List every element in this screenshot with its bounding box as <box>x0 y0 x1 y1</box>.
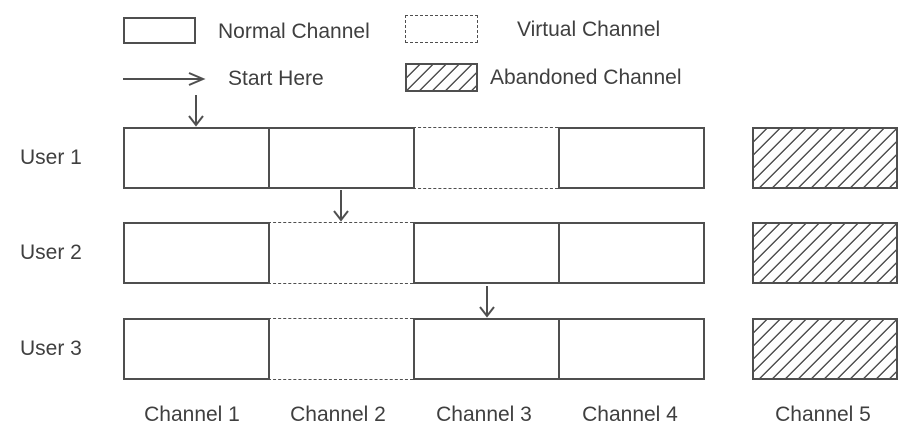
channel-cell <box>558 318 705 380</box>
channel-cell <box>413 318 558 380</box>
user-1-start-arrow-icon <box>187 95 204 127</box>
user-2-channel-bar <box>123 222 705 284</box>
channel-3-label: Channel 3 <box>436 403 532 426</box>
user-3-channel-5-abandoned-box <box>752 318 898 380</box>
channel-cell <box>268 318 413 380</box>
legend-start-here-arrow-icon <box>123 72 206 86</box>
user-1-label: User 1 <box>20 146 82 169</box>
user-1-channel-bar <box>123 127 705 189</box>
channel-1-label: Channel 1 <box>144 403 240 426</box>
channel-cell <box>268 222 413 284</box>
legend-normal-channel-swatch <box>123 17 196 44</box>
user-2-label: User 2 <box>20 241 82 264</box>
legend-abandoned-channel-swatch <box>405 63 478 92</box>
user-3-label: User 3 <box>20 337 82 360</box>
legend-normal-channel-label: Normal Channel <box>218 20 370 43</box>
channel-4-label: Channel 4 <box>582 403 678 426</box>
user-3-channel-bar <box>123 318 705 380</box>
channel-cell <box>123 222 268 284</box>
channel-2-label: Channel 2 <box>290 403 386 426</box>
legend-abandoned-channel-label: Abandoned Channel <box>490 66 682 89</box>
channel-cell <box>558 127 705 189</box>
legend-virtual-channel-swatch <box>405 15 478 43</box>
channel-cell <box>413 127 558 189</box>
user-2-channel-5-abandoned-box <box>752 222 898 284</box>
legend-virtual-channel-label: Virtual Channel <box>517 18 661 41</box>
user-2-start-arrow-icon <box>333 190 350 222</box>
channel-cell <box>123 127 268 189</box>
user-3-start-arrow-icon <box>478 286 495 318</box>
channel-cell <box>558 222 705 284</box>
channel-cell <box>123 318 268 380</box>
user-1-channel-5-abandoned-box <box>752 127 898 189</box>
channel-cell <box>413 222 558 284</box>
legend-start-here-label: Start Here <box>228 67 324 90</box>
channel-5-label: Channel 5 <box>775 403 871 426</box>
channel-cell <box>268 127 413 189</box>
